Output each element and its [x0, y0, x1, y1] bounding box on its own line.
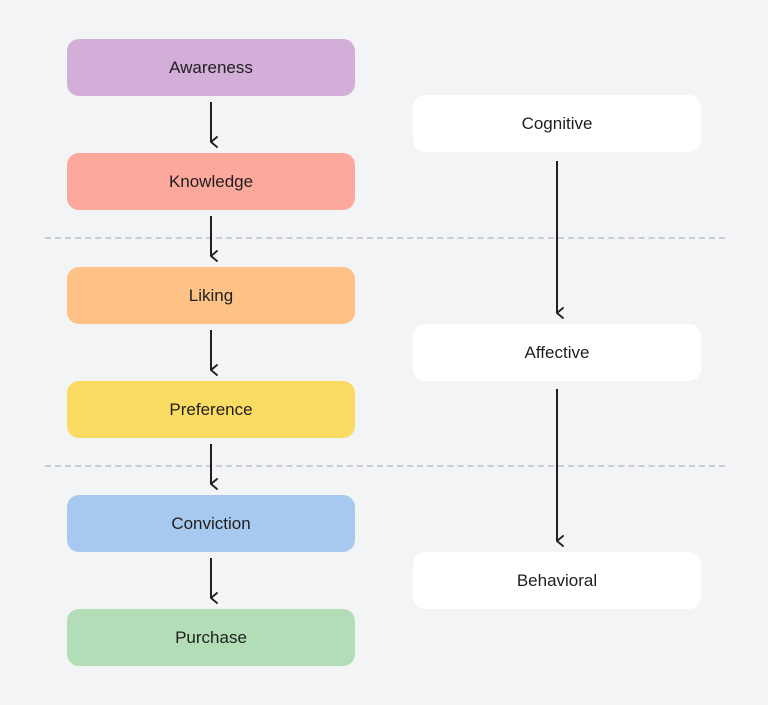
stage-label: Preference	[169, 399, 253, 419]
stage-preference: Preference	[67, 381, 355, 438]
phase-affective: Affective	[413, 324, 701, 381]
phase-cognitive: Cognitive	[413, 95, 701, 152]
stage-label: Purchase	[175, 627, 247, 647]
section-divider	[45, 465, 725, 467]
stage-awareness: Awareness	[67, 39, 355, 96]
phase-label: Affective	[524, 342, 590, 362]
phase-label: Cognitive	[521, 113, 593, 133]
section-divider	[45, 237, 725, 239]
stage-purchase: Purchase	[67, 609, 355, 666]
stage-label: Conviction	[171, 513, 251, 533]
stage-label: Awareness	[169, 57, 253, 77]
phase-label: Behavioral	[516, 570, 598, 590]
stage-conviction: Conviction	[67, 495, 355, 552]
stage-knowledge: Knowledge	[67, 153, 355, 210]
stage-label: Knowledge	[168, 171, 254, 191]
phase-behavioral: Behavioral	[413, 552, 701, 609]
stage-liking: Liking	[67, 267, 355, 324]
stage-label: Liking	[188, 285, 234, 305]
